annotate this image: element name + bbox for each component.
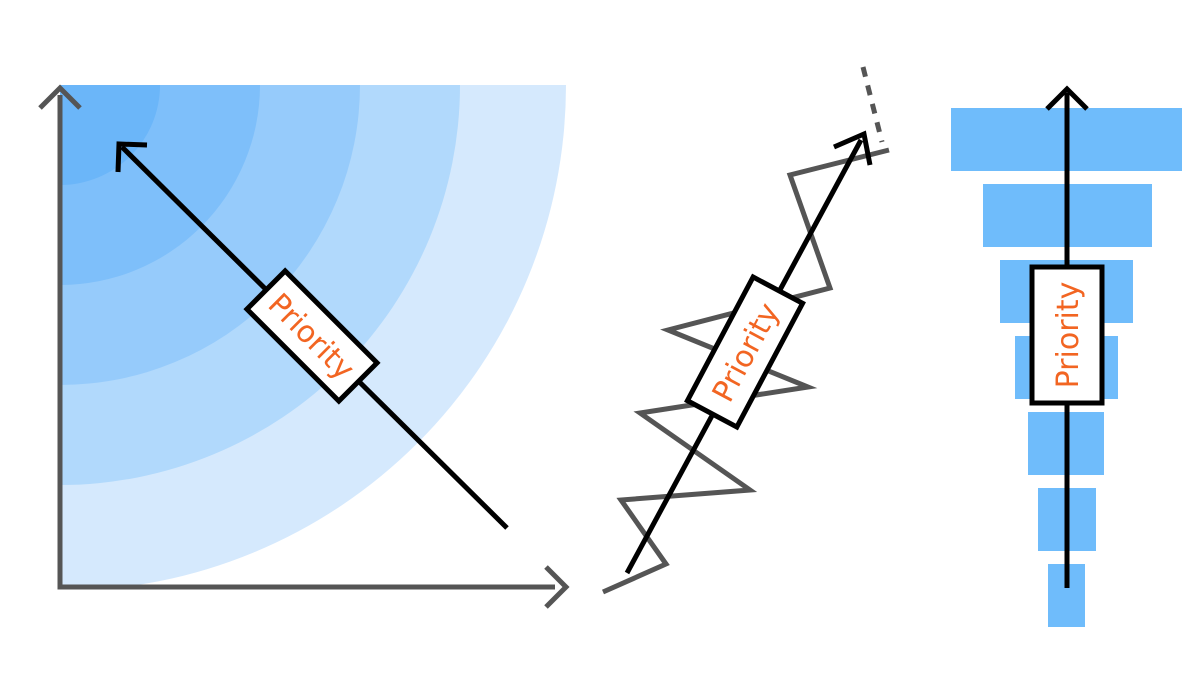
y-axis [57, 95, 555, 590]
priority-label-box: Priority [1029, 264, 1105, 406]
y-axis-arrowhead-icon [38, 84, 82, 110]
priority-arrow-head-icon [833, 130, 873, 166]
zigzag-panel: Priority [601, 66, 890, 595]
priority-label: Priority [1051, 282, 1086, 389]
priority-label-box: Priority [684, 273, 806, 431]
zigzag-continuation-dotted [860, 66, 885, 143]
priority-arrow-head-icon [115, 141, 148, 173]
quadrant-panel: Priority [38, 84, 570, 609]
priority-arrow-head-icon [1045, 85, 1089, 111]
band-inner [60, 85, 160, 185]
x-axis-arrowhead-icon [544, 565, 570, 609]
funnel-panel: Priority [951, 85, 1182, 627]
